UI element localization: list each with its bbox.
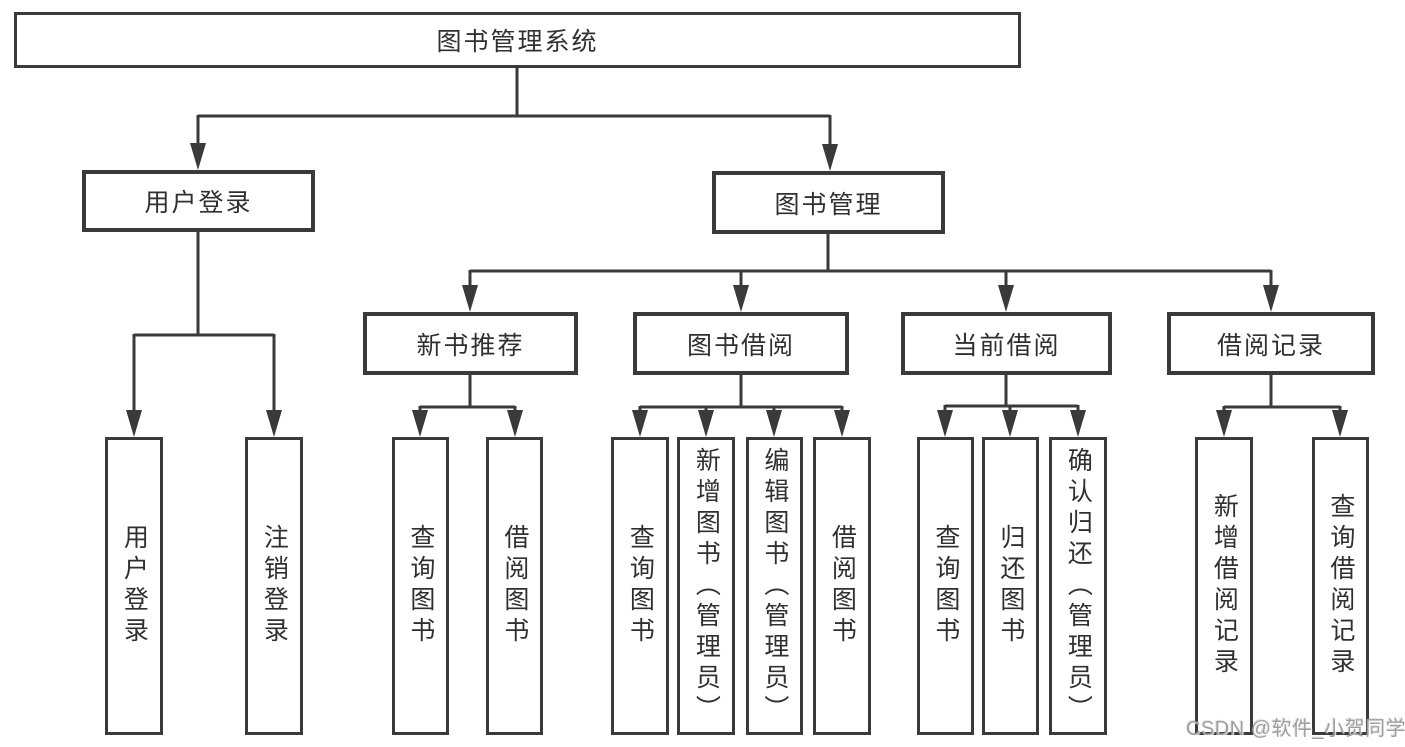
leaf-edit-book-admin: 编辑图书（管理员） [746,437,803,735]
leaf-logout: 注销登录 [245,437,303,735]
leaf-borrow-books-label: 借阅图书 [828,524,857,648]
node-new-book-recommend: 新书推荐 [363,312,578,375]
leaf-query-borrow-record-label: 查询借阅记录 [1326,493,1355,679]
leaf-add-book-admin-label: 新增图书（管理员） [692,446,721,726]
leaf-borrow-books-recommend: 借阅图书 [486,437,543,735]
arrowheads [126,143,1348,437]
leaf-return-book-label: 归还图书 [996,524,1025,648]
node-library-system: 图书管理系统 [14,12,1021,68]
leaf-query-books-borrow-label: 查询图书 [626,524,655,648]
csdn-watermark: CSDN @软件_小贺同学 [1186,718,1405,740]
leaf-confirm-return-admin-label: 确认归还（管理员） [1064,446,1093,726]
leaf-query-books-recommend-label: 查询图书 [406,524,435,648]
leaf-add-book-admin: 新增图书（管理员） [677,437,735,735]
leaf-query-books-recommend: 查询图书 [392,437,449,735]
node-book-management-branch: 图书管理 [712,171,945,234]
connector-borrow-to-leaves [638,375,844,413]
leaf-user-login-label: 用户登录 [120,524,149,648]
node-user-login-branch: 用户登录 [82,170,315,232]
leaf-add-borrow-record: 新增借阅记录 [1195,437,1253,735]
leaf-query-books-current: 查询图书 [917,437,974,735]
connector-root-to-branches [196,68,832,147]
node-current-borrow: 当前借阅 [901,312,1112,375]
connector-book-mgmt-to-sections [468,234,1273,288]
connector-recommend-to-leaves [418,375,517,413]
node-borrow-records: 借阅记录 [1167,312,1375,375]
leaf-user-login: 用户登录 [105,437,163,735]
leaf-borrow-books: 借阅图书 [813,437,871,735]
leaf-edit-book-admin-label: 编辑图书（管理员） [760,446,789,726]
leaf-logout-label: 注销登录 [260,524,289,648]
leaf-query-borrow-record: 查询借阅记录 [1312,437,1369,735]
connector-records-to-leaves [1222,375,1342,413]
leaf-confirm-return-admin: 确认归还（管理员） [1049,437,1107,735]
connector-current-to-leaves [943,375,1080,413]
leaf-borrow-books-recommend-label: 借阅图书 [500,524,529,648]
node-book-borrow: 图书借阅 [633,312,849,375]
leaf-query-books-current-label: 查询图书 [931,524,960,648]
leaf-query-books-borrow: 查询图书 [611,437,669,735]
leaf-add-borrow-record-label: 新增借阅记录 [1210,493,1239,679]
connector-user-login-to-leaves [132,232,276,413]
leaf-return-book: 归还图书 [982,437,1039,735]
